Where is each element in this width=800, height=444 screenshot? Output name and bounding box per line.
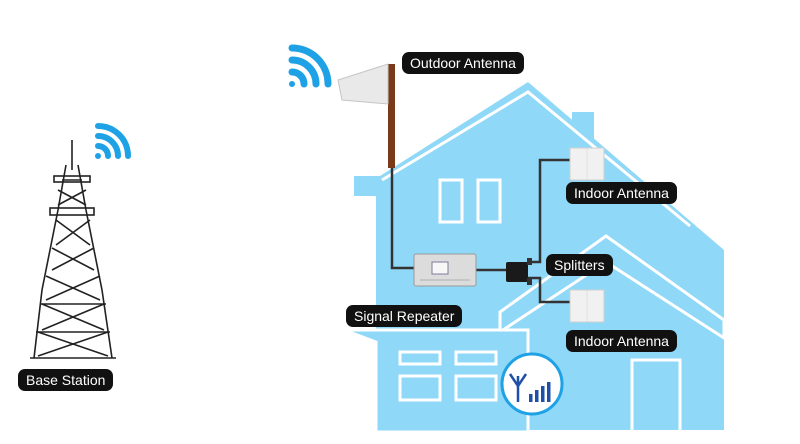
- wifi-arc-2: [288, 56, 320, 88]
- tower-brace-12: [37, 331, 109, 357]
- tower-brace-4: [55, 219, 91, 246]
- wifi-arc-1: [95, 143, 111, 159]
- splitter-port-top: [527, 258, 532, 265]
- coverage-circle: [500, 352, 564, 416]
- outdoor-antenna: [337, 63, 395, 168]
- upper-window-2: [476, 178, 502, 224]
- wifi-arc-2: [95, 133, 121, 159]
- outdoor-antenna-label: Outdoor Antenna: [402, 52, 524, 74]
- cable-splitter-to-top-antenna: [528, 158, 570, 264]
- signal-bar-2: [535, 390, 539, 402]
- lower-left-wing: [343, 328, 530, 434]
- antenna-ring-1: [53, 175, 91, 183]
- wifi-dot: [289, 81, 295, 87]
- upper-window-1: [438, 178, 464, 224]
- cables: [390, 158, 570, 304]
- antenna-ring-2: [49, 207, 95, 216]
- indoor-antenna-top-device: [569, 147, 605, 181]
- base-station-tower: [30, 140, 116, 359]
- wifi-signal-icon: [288, 44, 332, 88]
- tower-brace-8: [45, 275, 101, 301]
- tower-brace-6: [51, 247, 95, 271]
- cable-splitter-to-bottom-antenna: [528, 276, 570, 304]
- wifi-dot: [95, 153, 101, 159]
- upper-roof-outline: [381, 90, 691, 228]
- indoor-antenna-bottom-label: Indoor Antenna: [566, 330, 677, 352]
- antenna-mast: [388, 64, 395, 168]
- lower-window-4: [454, 374, 498, 402]
- wifi-arc-3: [95, 123, 131, 159]
- tower-left-leg: [33, 164, 67, 359]
- cable-outdoor-to-repeater: [390, 165, 416, 270]
- base-station-label: Base Station: [18, 369, 114, 391]
- signal-repeater-device: [413, 253, 477, 287]
- lower-window-2: [454, 350, 498, 366]
- lower-window-3: [398, 374, 442, 402]
- tower-brace-10: [41, 303, 105, 331]
- roof-left-eave: [354, 176, 380, 196]
- indoor-antenna-bottom-device: [569, 289, 605, 323]
- splitter-port-bottom: [527, 278, 532, 285]
- antenna-bars-icon: [500, 352, 564, 416]
- wifi-arc-1: [288, 68, 308, 88]
- wifi-arc-3: [288, 44, 332, 88]
- signal-bar-4: [547, 382, 551, 402]
- signal-bar-3: [541, 386, 545, 402]
- antenna-head: [508, 373, 528, 389]
- indoor-antenna-top-label: Indoor Antenna: [566, 182, 677, 204]
- signal-repeater-label: Signal Repeater: [346, 305, 463, 327]
- lower-window-1: [398, 350, 442, 366]
- splitter-device: [506, 258, 532, 285]
- yagi-antenna-panel: [337, 63, 389, 105]
- tower-brace-2: [57, 189, 87, 206]
- splitters-label: Splitters: [546, 254, 613, 276]
- signal-bar-1: [529, 394, 533, 402]
- wifi-signal-icon: [95, 123, 131, 159]
- tower-right-leg: [77, 164, 113, 359]
- repeater-screen: [431, 261, 449, 275]
- splitter-body: [506, 262, 528, 282]
